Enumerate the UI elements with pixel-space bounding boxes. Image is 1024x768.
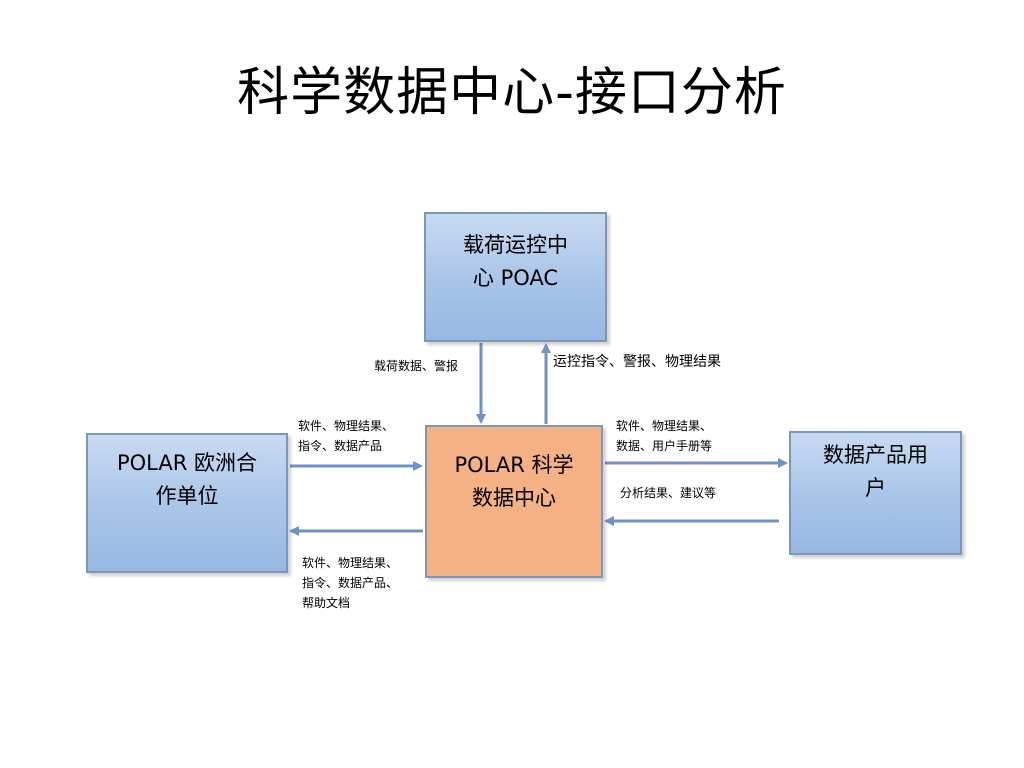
node-poac-line2: 心 POAC (472, 266, 559, 290)
node-data-users: 数据产品用 户 (789, 431, 962, 555)
edge-label-center-to-europe: 软件、物理结果、 指令、数据产品、 帮助文档 (302, 556, 399, 610)
edge-label-users-to-center: 分析结果、建议等 (620, 486, 717, 500)
node-center-line2: 数据中心 (472, 486, 556, 510)
node-europe: POLAR 欧洲合 作单位 (86, 433, 288, 573)
node-users-line2: 户 (865, 476, 886, 500)
node-users-line1: 数据产品用 (823, 443, 928, 467)
node-europe-line2: 作单位 (155, 484, 219, 508)
node-poac: 载荷运控中 心 POAC (424, 212, 607, 342)
page-title: 科学数据中心-接口分析 (237, 63, 787, 123)
node-science-center: POLAR 科学 数据中心 (425, 425, 603, 578)
node-europe-line1: POLAR 欧洲合 (116, 451, 257, 475)
edge-label-center-to-poac: 运控指令、警报、物理结果 (553, 354, 721, 370)
edge-label-poac-to-center: 载荷数据、警报 (374, 359, 459, 373)
node-center-line1: POLAR 科学 (454, 453, 574, 477)
node-poac-line1: 载荷运控中 (463, 233, 568, 257)
edge-label-center-to-users: 软件、物理结果、 数据、用户手册等 (616, 419, 713, 453)
edge-label-europe-to-center: 软件、物理结果、 指令、数据产品 (298, 419, 395, 453)
